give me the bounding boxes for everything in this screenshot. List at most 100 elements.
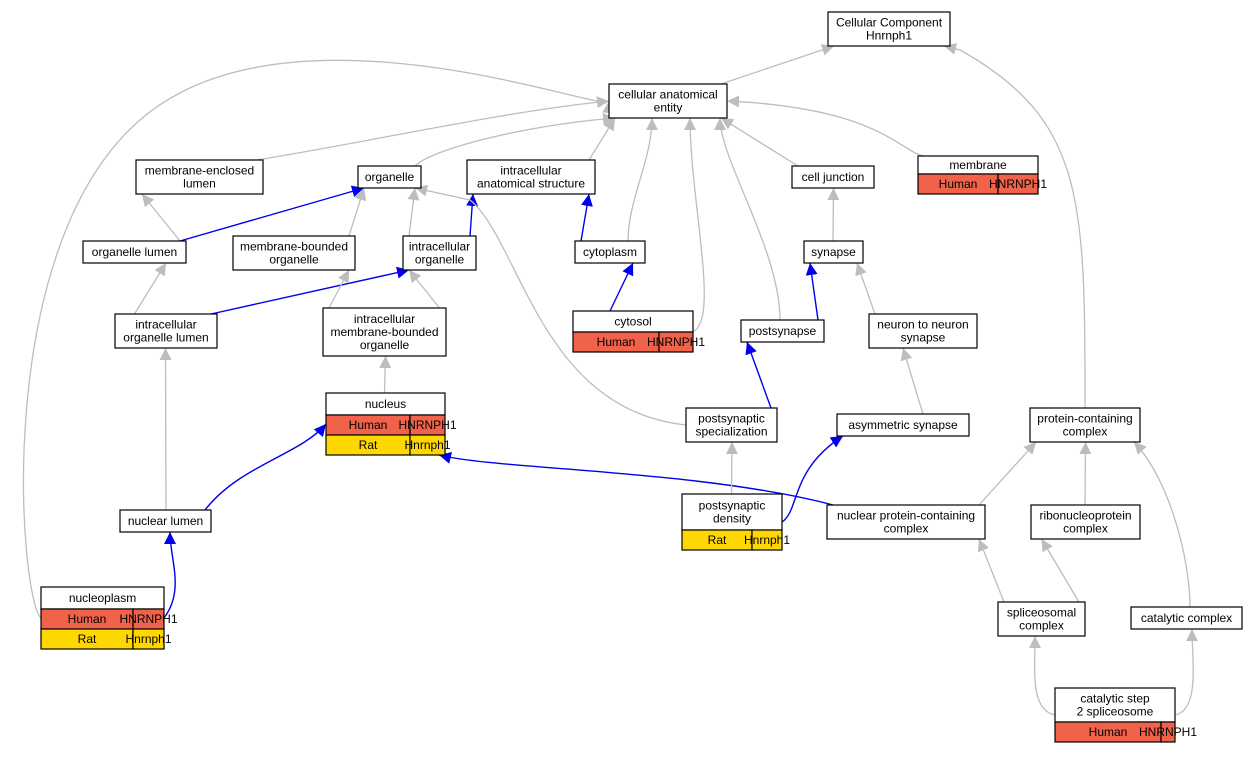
edge-membrane-to-cae xyxy=(726,95,925,157)
node-postsynapse[interactable]: postsynapse xyxy=(740,319,825,343)
node-label-line: cellular anatomical xyxy=(618,88,717,102)
edge-mel-to-cae xyxy=(256,96,610,161)
node-label-line: ribonucleoprotein xyxy=(1039,509,1131,523)
node-label-line: organelle lumen xyxy=(123,331,208,345)
edge-psd-to-psspec xyxy=(725,441,738,495)
node-label-line: membrane-bounded xyxy=(240,240,348,254)
edge-n2n-to-synapse xyxy=(855,262,876,315)
node-label-line: intracellular xyxy=(135,318,196,332)
node-celljunction[interactable]: cell junction xyxy=(791,165,875,189)
node-label-line: membrane-enclosed xyxy=(145,164,254,178)
edge-nucleus-to-imbo xyxy=(379,355,392,394)
species-label: Human xyxy=(349,418,388,432)
node-label-line: organelle lumen xyxy=(92,245,177,259)
node-organelle[interactable]: organelle xyxy=(357,165,422,189)
node-label-line: synapse xyxy=(901,331,946,345)
edge-cs2-to-spliceosomal xyxy=(1028,635,1056,716)
node-label-line: postsynaptic xyxy=(699,499,766,513)
node-label-line: postsynapse xyxy=(749,324,817,338)
node-synapse[interactable]: synapse xyxy=(803,240,864,264)
edge-iorg-to-organelle xyxy=(407,187,420,237)
node-box xyxy=(1030,504,1141,540)
gene-cell xyxy=(1160,721,1176,743)
edge-spliceosomal-to-rnp xyxy=(1040,538,1080,603)
node-label-line: density xyxy=(713,512,751,526)
edge-orglumen-to-mel xyxy=(141,193,181,242)
edge-cae-to-root xyxy=(720,44,835,85)
edge-imbo-to-mbo xyxy=(328,269,350,309)
node-label-line: complex xyxy=(1063,425,1108,439)
node-nuclumen[interactable]: nuclear lumen xyxy=(119,509,212,533)
node-label-line: catalytic complex xyxy=(1141,611,1232,625)
node-label-line: organelle xyxy=(269,253,319,267)
node-box xyxy=(791,165,875,189)
gene-label: Hnrnph1 xyxy=(744,533,790,547)
edge-mbo-to-organelle xyxy=(348,187,367,237)
node-box xyxy=(466,159,596,195)
species-label: Human xyxy=(68,612,107,626)
gene-label: HNRNPH1 xyxy=(119,612,177,626)
edges-layer xyxy=(22,43,1199,716)
gene-cell xyxy=(658,331,694,353)
node-label-line: nucleoplasm xyxy=(69,591,136,605)
node-box xyxy=(1054,687,1176,723)
gene-cell xyxy=(409,434,446,456)
node-box xyxy=(135,159,264,195)
node-asym[interactable]: asymmetric synapse xyxy=(836,413,970,437)
node-box xyxy=(1130,606,1243,630)
edge-npcc-to-nucleus xyxy=(438,452,834,506)
edge-nuclumen-to-nucleus xyxy=(204,423,327,511)
node-label-line: spliceosomal xyxy=(1007,606,1076,620)
node-box xyxy=(574,240,646,264)
node-label-line: intracellular xyxy=(354,312,415,326)
node-box xyxy=(681,493,783,531)
node-label-line: intracellular xyxy=(409,240,470,254)
node-label-line: organelle xyxy=(415,253,465,267)
edge-asym-to-n2n xyxy=(900,347,924,415)
gene-label: HNRNPH1 xyxy=(647,335,705,349)
node-box xyxy=(826,504,986,540)
edge-cytosol-to-cytoplasm xyxy=(609,262,634,312)
node-label-line: nuclear lumen xyxy=(128,514,203,528)
node-box xyxy=(357,165,422,189)
node-label-line: postsynaptic xyxy=(698,412,765,426)
node-box xyxy=(836,413,970,437)
node-box xyxy=(608,83,728,119)
edge-psspec-to-postsynapse xyxy=(745,341,772,409)
node-label-line: nucleus xyxy=(365,397,406,411)
node-label-line: nuclear protein-containing xyxy=(837,509,975,523)
node-label-line: Hnrnph1 xyxy=(866,29,912,43)
edge-psd-to-asym xyxy=(781,435,844,523)
gene-label: Hnrnph1 xyxy=(404,438,450,452)
node-box xyxy=(232,235,356,271)
edge-iol-to-iorg xyxy=(210,266,410,315)
gene-cell xyxy=(997,173,1039,195)
node-orglumen[interactable]: organelle lumen xyxy=(82,240,187,264)
node-label-line: complex xyxy=(1063,522,1108,536)
node-cytoplasm[interactable]: cytoplasm xyxy=(574,240,646,264)
edge-orglumen-to-organelle xyxy=(179,185,365,242)
edge-catalytic-to-pcc xyxy=(1133,441,1191,608)
node-catalytic[interactable]: catalytic complex xyxy=(1130,606,1243,630)
